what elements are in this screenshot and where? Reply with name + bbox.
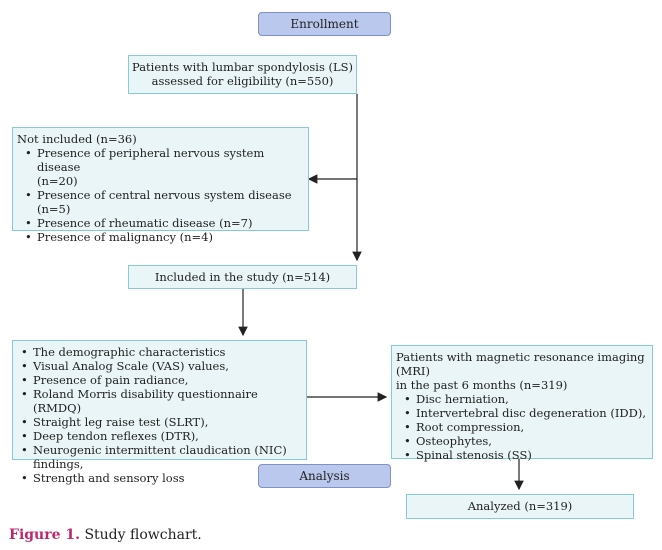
enrollment-label: Enrollment — [258, 12, 391, 36]
mri-item: Disc herniation, — [396, 392, 652, 406]
measures-item: Presence of pain radiance, — [13, 373, 306, 387]
mri-box: Patients with magnetic resonance imaging… — [391, 345, 653, 462]
measures-list: The demographic characteristics Visual A… — [13, 345, 306, 485]
excluded-title: Not included (n=36) — [17, 132, 137, 146]
excluded-item: Presence of peripheral nervous system di… — [17, 146, 308, 174]
measures-item: Visual Analog Scale (VAS) values, — [13, 359, 306, 373]
measures-item: Roland Morris disability questionnaire (… — [13, 387, 306, 415]
mri-title-line1: Patients with magnetic resonance imaging… — [396, 350, 645, 378]
figure-caption-text: Study flowchart. — [80, 527, 202, 543]
measures-item: Neurogenic intermittent claudication (NI… — [13, 443, 306, 471]
figure-caption: Figure 1. Study flowchart. — [9, 527, 202, 543]
analysis-label: Analysis — [258, 464, 391, 488]
mri-item: Spinal stenosis (SS) — [396, 448, 652, 462]
assessed-line2: assessed for eligibility (n=550) — [151, 74, 334, 88]
mri-list: Disc herniation, Intervertebral disc deg… — [396, 392, 652, 462]
figure-label: Figure 1. — [9, 527, 80, 543]
assessed-box: Patients with lumbar spondylosis (LS) as… — [128, 55, 357, 94]
excluded-box: Not included (n=36) Presence of peripher… — [12, 127, 309, 244]
excluded-item-continuation: (n=20) — [37, 174, 78, 188]
excluded-list: Presence of peripheral nervous system di… — [17, 146, 308, 244]
measures-item: The demographic characteristics — [13, 345, 306, 359]
measures-item: Straight leg raise test (SLRT), — [13, 415, 306, 429]
measures-box: The demographic characteristics Visual A… — [12, 340, 307, 485]
excluded-item: Presence of central nervous system disea… — [17, 188, 308, 202]
mri-item: Osteophytes, — [396, 434, 652, 448]
measures-item: Strength and sensory loss — [13, 471, 306, 485]
measures-item: Deep tendon reflexes (DTR), — [13, 429, 306, 443]
excluded-item-continuation: (n=5) — [37, 202, 71, 216]
mri-title-line2: in the past 6 months (n=319) — [396, 378, 568, 392]
excluded-item: Presence of rheumatic disease (n=7) — [17, 216, 308, 230]
analyzed-box: Analyzed (n=319) — [406, 494, 634, 519]
assessed-line1: Patients with lumbar spondylosis (LS) — [131, 60, 353, 74]
mri-item: Intervertebral disc degeneration (IDD), — [396, 406, 652, 420]
mri-item: Root compression, — [396, 420, 652, 434]
included-box: Included in the study (n=514) — [128, 265, 357, 289]
excluded-item: Presence of malignancy (n=4) — [17, 230, 308, 244]
